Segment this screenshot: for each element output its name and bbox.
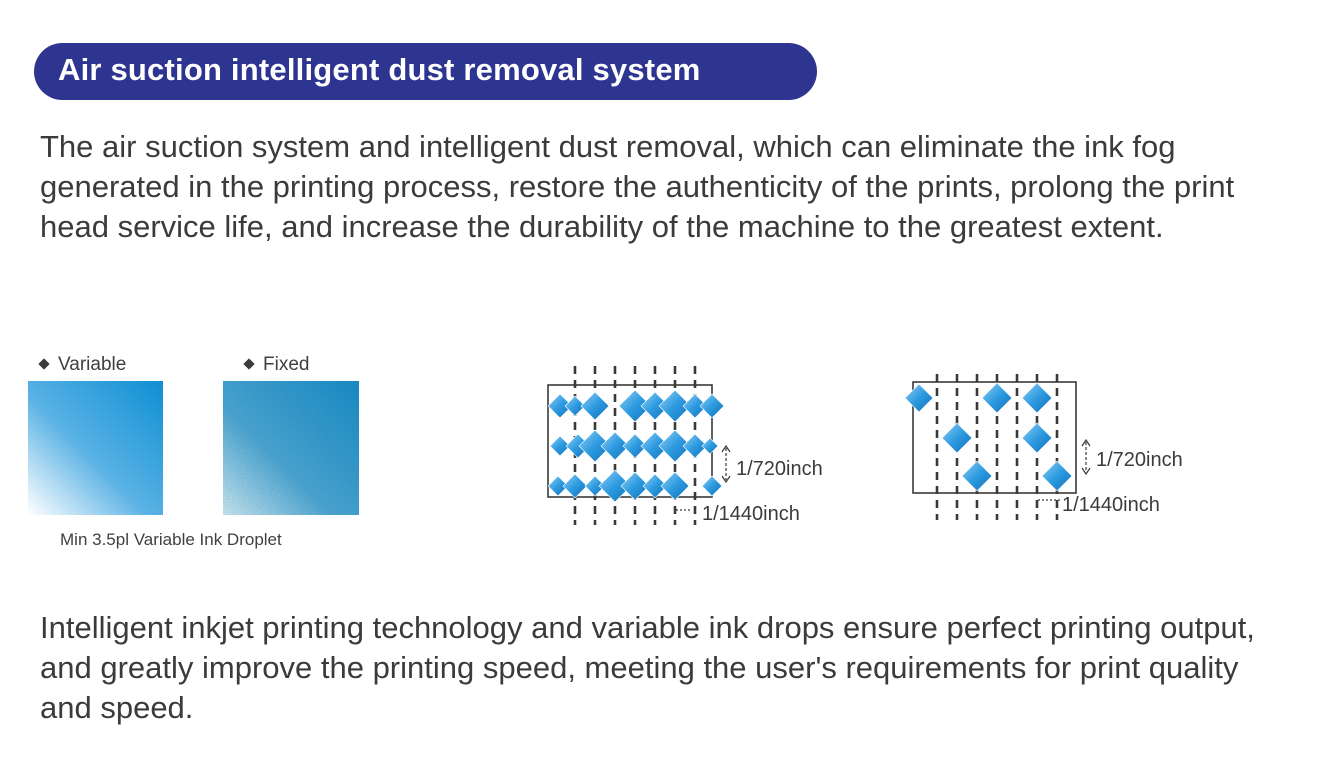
- variable-label: Variable: [38, 354, 126, 376]
- print-area-frame: [912, 381, 1077, 494]
- ink-droplet: [682, 433, 708, 459]
- variable-label-text: Variable: [58, 354, 127, 375]
- ink-droplet: [941, 422, 973, 454]
- diamond-bullet-icon: [38, 358, 50, 370]
- fixed-droplet-swatch: [223, 381, 359, 515]
- ink-droplet: [618, 389, 652, 423]
- ink-droplet: [904, 383, 934, 413]
- ink-droplet: [658, 429, 692, 463]
- ink-droplet: [961, 460, 993, 492]
- ink-droplet: [562, 473, 588, 499]
- outro-paragraph: Intelligent inkjet printing technology a…: [40, 610, 1255, 725]
- fixed-label-text: Fixed: [263, 354, 310, 375]
- droplet-caption: Min 3.5pl Variable Ink Droplet: [60, 530, 282, 549]
- ink-droplet: [1021, 422, 1053, 454]
- ink-droplet: [564, 395, 586, 417]
- ink-droplet: [622, 433, 648, 459]
- ink-droplet: [584, 475, 606, 497]
- ink-droplet: [701, 475, 723, 497]
- left-horizontal-label: 1/1440inch: [702, 503, 800, 525]
- ink-droplet: [620, 471, 650, 501]
- ink-droplet: [598, 469, 632, 503]
- ink-droplet: [701, 437, 719, 455]
- ink-droplet: [660, 471, 690, 501]
- vertical-dimension: [721, 444, 731, 484]
- fixed-label: Fixed: [243, 354, 309, 376]
- ink-droplet: [642, 473, 668, 499]
- ink-droplet: [981, 382, 1013, 414]
- ink-droplet: [1041, 460, 1073, 492]
- right-horizontal-label: 1/1440inch: [1062, 494, 1160, 516]
- ink-droplet: [547, 475, 569, 497]
- vertical-dimension: [1081, 438, 1091, 476]
- ink-droplet: [1021, 382, 1053, 414]
- page-title: Air suction intelligent dust removal sys…: [58, 52, 701, 87]
- ink-droplet: [682, 393, 708, 419]
- ink-droplet: [699, 393, 725, 419]
- fixed-droplet-grid-diagram: 1/720inch 1/1440inch: [904, 374, 1183, 520]
- ink-droplet: [600, 431, 630, 461]
- ink-droplet: [549, 435, 571, 457]
- ink-droplet: [547, 393, 573, 419]
- ink-droplet: [658, 389, 692, 423]
- right-vertical-label: 1/720inch: [1096, 449, 1183, 471]
- variable-droplet-grid-diagram: 1/720inch 1/1440inch: [547, 366, 823, 525]
- ink-droplets: [547, 389, 725, 503]
- variable-droplet-swatch: [28, 381, 163, 515]
- ink-droplet: [580, 391, 610, 421]
- left-vertical-label: 1/720inch: [736, 458, 823, 480]
- ink-droplet: [578, 429, 612, 463]
- diamond-bullet-icon: [243, 358, 255, 370]
- intro-paragraph: The air suction system and intelligent d…: [40, 129, 1235, 244]
- ink-droplets: [904, 382, 1073, 492]
- title-banner: Air suction intelligent dust removal sys…: [34, 43, 817, 100]
